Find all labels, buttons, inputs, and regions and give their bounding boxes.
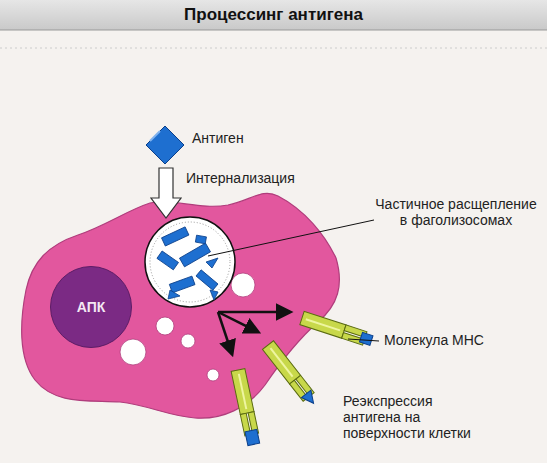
antigen-label: Антиген — [192, 130, 312, 146]
internalization-arrow — [151, 168, 181, 218]
leader-lines — [208, 220, 379, 341]
callout-label: Частичное расщепление в фаголизосомах — [372, 196, 540, 228]
process-label: Интернализация — [186, 170, 336, 186]
nucleus-circle: АПК — [50, 266, 132, 348]
phagolysosome — [145, 217, 235, 307]
antigen-symbol — [146, 126, 184, 164]
title: Процессинг антигена — [0, 0, 547, 30]
apc-cell — [22, 193, 340, 418]
node-label: АПК — [77, 299, 106, 315]
callout-label: Молекула МНС — [384, 332, 524, 348]
callout-label: Реэкспрессия антигена на поверхности кле… — [343, 393, 493, 441]
title-band — [0, 0, 547, 30]
